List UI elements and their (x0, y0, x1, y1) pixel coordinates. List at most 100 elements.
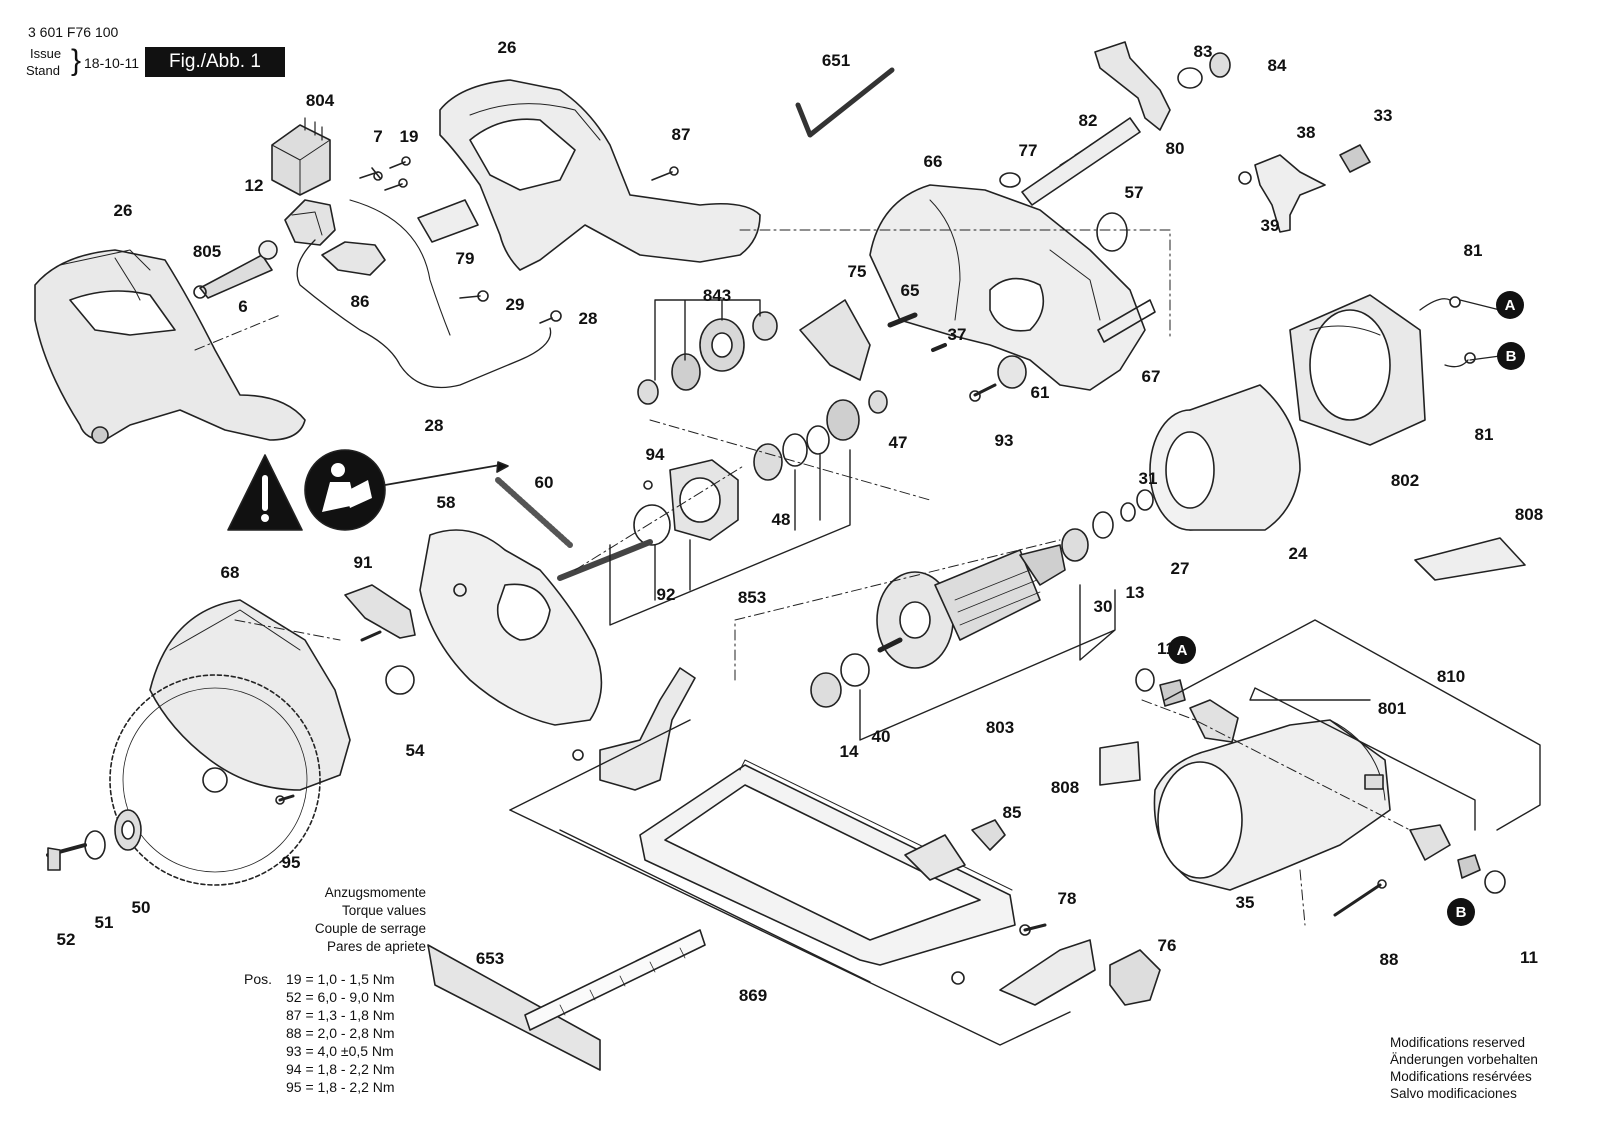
hex-key-part (795, 67, 895, 138)
part-label: 92 (657, 585, 676, 604)
connector-bubble-b2: B (1447, 898, 1475, 926)
retaining-ring-part (385, 665, 415, 695)
svg-text:A: A (1505, 297, 1516, 314)
part-label: 80 (1166, 139, 1185, 158)
figure-label: Fig./Abb. 1 (145, 47, 285, 77)
torque-row: 95 = 1,8 - 2,2 Nm (286, 1079, 395, 1095)
modifications-line: Salvo modificaciones (1390, 1086, 1517, 1101)
connector-bubble-a2: A (1168, 636, 1196, 664)
part-label: 67 (1142, 367, 1161, 386)
rear-handle-part (34, 249, 306, 444)
part-label: 11 (1520, 948, 1538, 967)
part-label: 13 (1126, 583, 1145, 602)
part-label: 6 (238, 297, 247, 316)
part-label: 66 (924, 152, 943, 171)
torque-title-es: Pares de apriete (326, 939, 426, 954)
saw-blade-part (109, 674, 321, 886)
part-label: 12 (245, 176, 264, 195)
part-label: 808 (1051, 778, 1079, 797)
read-manual-icon (304, 449, 386, 531)
cable-part (296, 239, 552, 389)
svg-text:B: B (1456, 904, 1467, 921)
blade-clamp-group (46, 809, 142, 871)
part-label: 14 (840, 742, 859, 761)
part-label: 48 (772, 510, 791, 529)
connector-bubble-b1: B (1497, 342, 1525, 370)
gear-housing-part (869, 184, 1156, 391)
part-label: 802 (1391, 471, 1419, 490)
part-label: 653 (476, 949, 504, 968)
switch-part (271, 117, 331, 196)
torque-row: 93 = 4,0 ±0,5 Nm (286, 1043, 394, 1059)
torque-title-de: Anzugsmomente (324, 885, 426, 900)
part-label: 808 (1515, 505, 1543, 524)
part-label: 803 (986, 718, 1014, 737)
part-label: 28 (579, 309, 598, 328)
part-label: 24 (1289, 544, 1308, 563)
torque-row: 52 = 6,0 - 9,0 Nm (286, 989, 395, 1005)
issue-label: Issue (30, 46, 62, 61)
main-handle-part (439, 79, 761, 271)
spindle-lock-group (999, 41, 1231, 206)
part-label: 65 (901, 281, 920, 300)
base-plate-part (639, 759, 1016, 966)
svg-text:A: A (1177, 642, 1188, 659)
modifications-notice: Modifications reserved Änderungen vorbeh… (1390, 1034, 1538, 1102)
spacer-part (997, 355, 1027, 389)
modifications-line: Modifications reserved (1390, 1035, 1526, 1050)
torque-title-fr: Couple de serrage (314, 921, 426, 936)
brace: } (71, 44, 82, 77)
modifications-line: Modifications resérvées (1390, 1069, 1532, 1084)
part-label: 78 (1058, 889, 1077, 908)
part-label: 79 (456, 249, 475, 268)
part-label: 77 (1019, 141, 1038, 160)
part-label: 54 (406, 741, 425, 760)
part-label: 11 (1157, 639, 1175, 658)
part-label: 801 (1378, 699, 1406, 718)
part-label: 51 (95, 913, 114, 932)
svg-text:B: B (1506, 348, 1517, 365)
torque-row: 87 = 1,3 - 1,8 Nm (286, 1007, 395, 1023)
deflector-part (799, 299, 871, 381)
part-label: 7 (373, 127, 382, 146)
part-label: 26 (498, 38, 517, 57)
part-label: 31 (1139, 469, 1158, 488)
part-label: 26 (114, 201, 133, 220)
part-label: 38 (1297, 123, 1316, 142)
part-label: 804 (306, 91, 335, 110)
part-label: 87 (672, 125, 691, 144)
fan-baffle-part (1149, 384, 1301, 531)
part-label: 93 (995, 431, 1014, 450)
part-label: 76 (1158, 936, 1177, 955)
part-label: 81 (1475, 425, 1494, 444)
part-label: 75 (848, 262, 867, 281)
part-label: 47 (889, 433, 908, 452)
part-label: 40 (872, 727, 891, 746)
spring-part (495, 477, 573, 548)
part-label: 869 (739, 986, 767, 1005)
part-label: 35 (1236, 893, 1255, 912)
part-label: 57 (1125, 183, 1144, 202)
part-label: 37 (948, 325, 967, 344)
part-label: 52 (57, 930, 76, 949)
label-plate-part (1414, 537, 1526, 581)
part-label: 33 (1374, 106, 1393, 125)
part-label: 91 (354, 553, 373, 572)
part-label: 28 (425, 416, 444, 435)
spindle-bearing-group (557, 390, 888, 626)
torque-row: 19 = 1,0 - 1,5 Nm (286, 971, 395, 987)
label-plate-part-2 (1099, 741, 1141, 786)
part-label: 60 (535, 473, 554, 492)
switch-bracket-part (284, 199, 336, 246)
stand-label: Stand (26, 63, 60, 78)
connector-bubble-a1: A (1496, 291, 1524, 319)
part-label: 84 (1268, 56, 1287, 75)
field-coil-part (1289, 294, 1426, 446)
part-label: 853 (738, 588, 766, 607)
lock-lever-group (1238, 144, 1371, 233)
bevel-bracket-part (599, 667, 696, 791)
part-labels: 26 26 804 7 19 12 805 6 86 79 29 28 28 8… (57, 38, 1544, 1005)
part-label: 88 (1380, 950, 1399, 969)
part-label: 19 (400, 127, 419, 146)
